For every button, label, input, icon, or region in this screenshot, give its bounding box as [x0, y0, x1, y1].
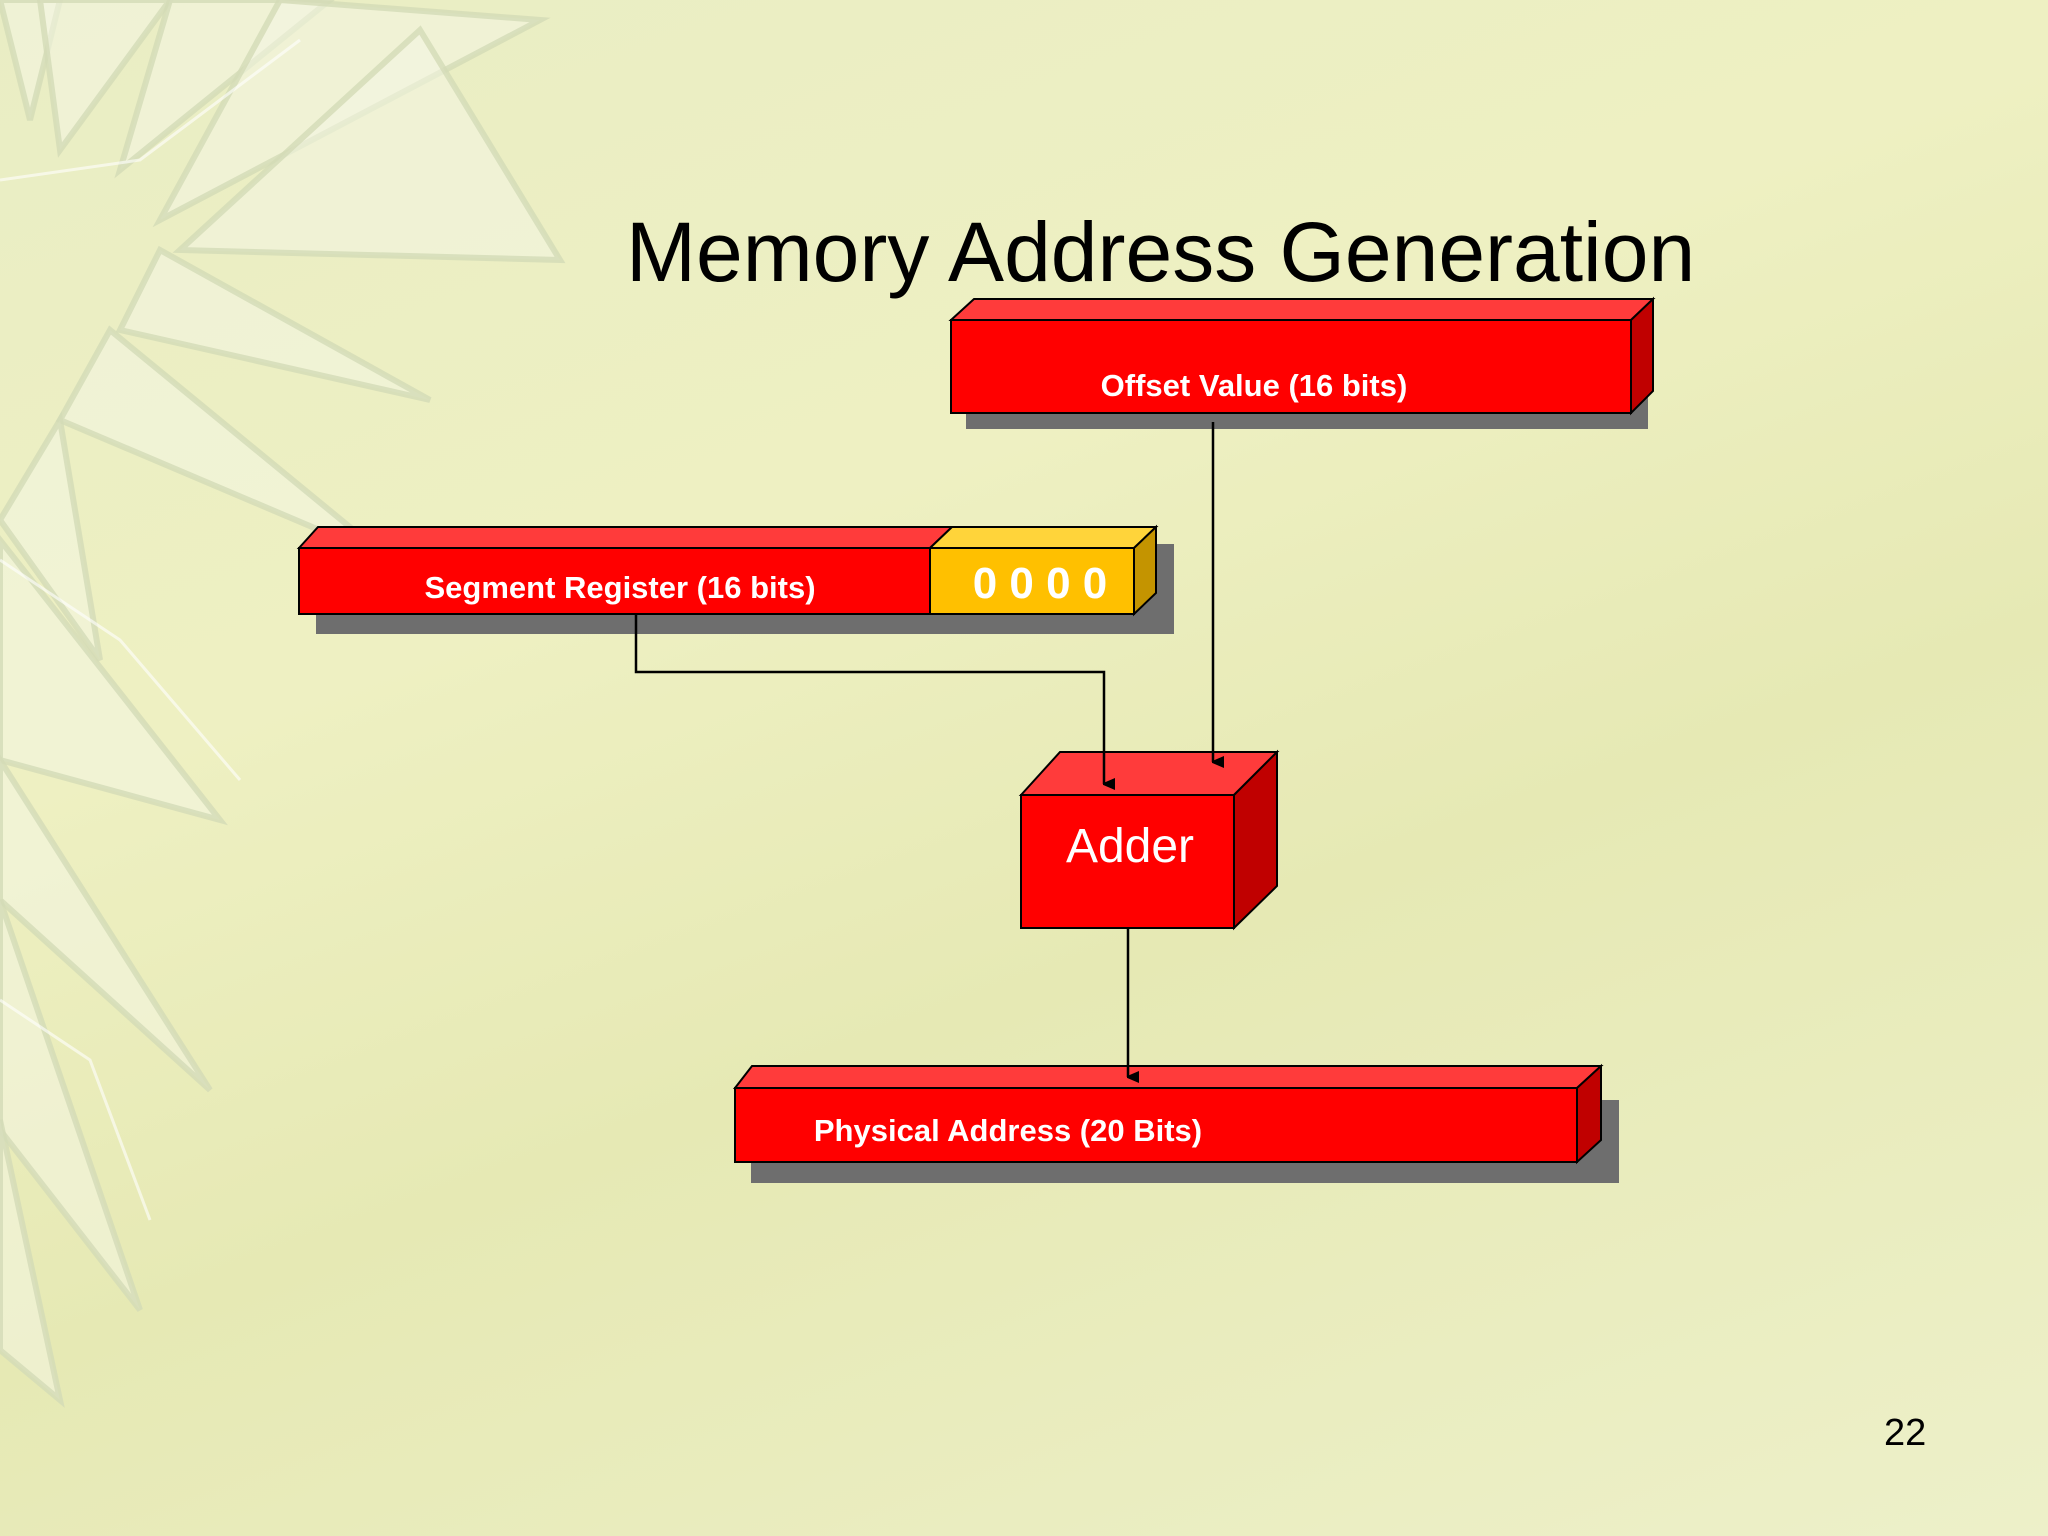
offset-box-top: [948, 298, 1656, 321]
zero-pad-box: 0 0 0 0: [927, 524, 1159, 617]
offset-value-box: Offset Value (16 bits): [948, 296, 1656, 429]
segment-to-adder-arrow: [634, 614, 1104, 784]
offset-box-label: Offset Value (16 bits): [1101, 368, 1408, 403]
page-number: 22: [1884, 1412, 1927, 1454]
physical-address-box: Physical Address (20 Bits): [732, 1063, 1619, 1183]
physical-box-top: [732, 1065, 1604, 1089]
zero-pad-top: [927, 526, 1159, 549]
slide-title: Memory Address Generation: [626, 205, 1696, 299]
adder-block: Adder: [1018, 749, 1280, 931]
adder-side: [1233, 749, 1278, 931]
offset-box-side: [1630, 296, 1654, 416]
adder-top: [1018, 751, 1280, 796]
zero-pad-side: [1133, 524, 1157, 617]
segment-box-label: Segment Register (16 bits): [424, 570, 815, 605]
zero-pad-label: 0 0 0 0: [973, 559, 1108, 608]
physical-box-side: [1576, 1063, 1602, 1165]
physical-box-label: Physical Address (20 Bits): [814, 1113, 1202, 1148]
adder-label: Adder: [1066, 820, 1194, 873]
segment-box-top: [296, 526, 955, 549]
